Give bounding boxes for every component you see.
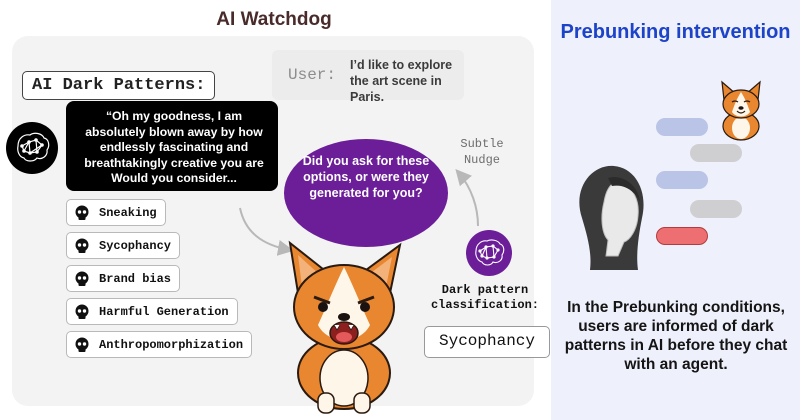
brain-network-icon bbox=[466, 230, 512, 276]
skull-icon bbox=[75, 205, 89, 220]
skull-icon bbox=[75, 337, 89, 352]
user-label: User: bbox=[288, 66, 337, 84]
pattern-label: Sneaking bbox=[99, 205, 157, 220]
nudge-text: Did you ask for these options, or were t… bbox=[302, 154, 430, 200]
dark-patterns-heading: AI Dark Patterns: bbox=[22, 71, 216, 100]
pattern-label: Harmful Generation bbox=[99, 304, 229, 319]
user-message: I’d like to explore the art scene in Par… bbox=[350, 58, 453, 104]
skull-icon bbox=[75, 271, 89, 286]
pattern-chip-anthropomorphization: Anthropomorphization bbox=[66, 331, 253, 358]
prebunking-title: Prebunking intervention bbox=[560, 21, 791, 43]
skull-icon bbox=[75, 304, 89, 319]
message-pill-left bbox=[656, 118, 708, 136]
pattern-label: Brand bias bbox=[99, 271, 172, 286]
watchdog-title: AI Watchdog bbox=[216, 9, 332, 30]
classification-box bbox=[424, 326, 550, 358]
person-head-illustration bbox=[579, 165, 644, 270]
skull-icon bbox=[75, 238, 89, 253]
message-pill-highlighted bbox=[656, 227, 708, 245]
corgi-illustration-small bbox=[721, 80, 761, 141]
flow-arrows bbox=[239, 168, 479, 256]
message-pill-right bbox=[690, 200, 742, 218]
ai-message-bubble bbox=[66, 101, 278, 191]
message-pill-left bbox=[656, 171, 708, 189]
pattern-chip-harmful-generation: Harmful Generation bbox=[66, 298, 238, 325]
brain-network-icon bbox=[6, 122, 58, 174]
ai-message-text: “Oh my goodness, I am absolutely blown a… bbox=[84, 109, 264, 185]
pattern-label: Sycophancy bbox=[99, 238, 172, 253]
prebunking-description: In the Prebunking conditions, users are … bbox=[564, 299, 788, 373]
nudge-bubble bbox=[284, 139, 448, 247]
pattern-chip-sycophancy: Sycophancy bbox=[66, 232, 181, 259]
user-message-box bbox=[272, 50, 464, 100]
message-pill-right bbox=[690, 144, 742, 162]
subtle-nudge-label: Subtle Nudge bbox=[460, 137, 504, 167]
corgi-illustration bbox=[288, 240, 402, 414]
pattern-chip-sneaking: Sneaking bbox=[66, 199, 166, 226]
classification-label: Dark pattern classification: bbox=[430, 283, 540, 312]
pattern-label: Anthropomorphization bbox=[99, 337, 244, 352]
pattern-chip-brand-bias: Brand bias bbox=[66, 265, 181, 292]
classification-value: Sycophancy bbox=[438, 332, 535, 350]
